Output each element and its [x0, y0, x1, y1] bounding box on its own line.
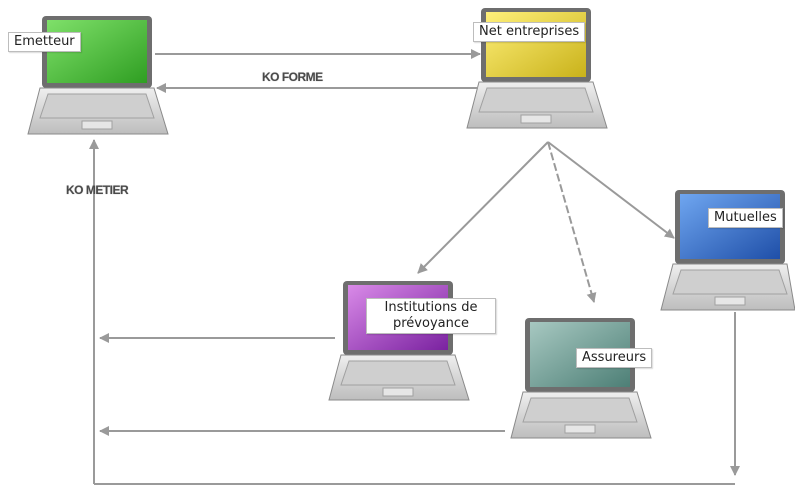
label-institutions: Institutions de prévoyance [366, 298, 496, 334]
label-emetteur: Emetteur [8, 32, 81, 52]
label-assureurs: Assureurs [576, 348, 653, 368]
label-net-entreprises: Net entreprises [473, 22, 586, 42]
label-institutions-line2: prévoyance [392, 316, 469, 331]
label-institutions-line1: Institutions de [384, 300, 478, 315]
arrow-net-to-assureurs [547, 141, 597, 303]
arrow-net-to-mutuelles [547, 141, 675, 239]
edge-label-ko-metier: KO METIER [66, 183, 129, 197]
label-mutuelles: Mutuelles [708, 208, 783, 228]
arrow-net-to-institutions [417, 141, 549, 274]
edge-label-ko-forme: KO FORME [262, 70, 323, 84]
laptop-assureurs [510, 318, 652, 439]
